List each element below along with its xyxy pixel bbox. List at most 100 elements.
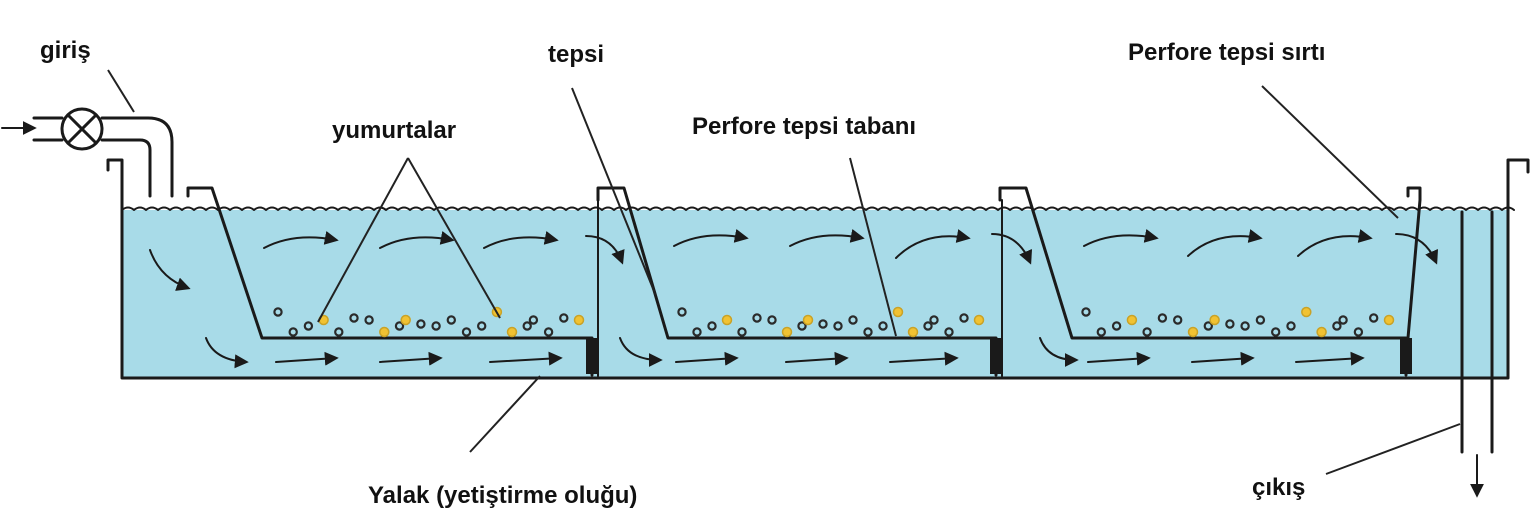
flow-arrow-15 — [275, 351, 339, 366]
flow-arrow-20 — [785, 351, 849, 366]
valve-cross — [66, 113, 98, 145]
leader-giris — [107, 69, 135, 113]
egg-34 — [833, 321, 843, 331]
egg-44 — [973, 314, 985, 326]
flow-arrow-5 — [673, 229, 749, 247]
egg-37 — [878, 321, 888, 331]
flow-arrow-23 — [1087, 351, 1151, 366]
egg-9 — [394, 321, 405, 331]
egg-31 — [797, 321, 807, 331]
label-perfore-tepsi-tabani: Perfore tepsi tabanı — [692, 113, 916, 140]
inlet-assembly — [1, 107, 174, 198]
egg-26 — [721, 314, 733, 326]
egg-27 — [737, 327, 747, 337]
leader-perfore-tepsi-tabani — [849, 157, 897, 337]
egg-14 — [461, 327, 472, 337]
egg-46 — [1096, 327, 1107, 337]
egg-13 — [446, 315, 456, 325]
flow-arrow-24 — [1191, 351, 1255, 366]
egg-3 — [303, 321, 314, 331]
egg-1 — [273, 307, 283, 317]
egg-54 — [1209, 314, 1220, 326]
egg-59 — [1286, 321, 1296, 331]
egg-19 — [528, 315, 539, 325]
egg-11 — [416, 319, 426, 329]
tray-3-support — [1400, 338, 1412, 374]
label-yalak: Yalak (yetiştirme oluğu) — [368, 482, 637, 509]
trough-outline — [106, 158, 1530, 380]
tray-1 — [186, 186, 598, 377]
egg-41 — [929, 315, 939, 325]
egg-12 — [431, 321, 441, 331]
flow-arrow-2 — [263, 231, 339, 249]
water-fill — [122, 210, 1508, 378]
egg-62 — [1332, 321, 1342, 331]
label-tepsi: tepsi — [548, 41, 604, 68]
leader-perfore-tepsi-sirti — [1261, 85, 1399, 219]
flow-arrow-11 — [585, 235, 625, 265]
egg-53 — [1203, 321, 1214, 331]
egg-63 — [1338, 315, 1348, 325]
egg-2 — [288, 327, 298, 337]
egg-64 — [1353, 327, 1364, 337]
flow-arrow-9 — [1187, 229, 1263, 257]
egg-66 — [1383, 314, 1395, 326]
leader-lines — [107, 69, 1461, 475]
egg-25 — [707, 321, 717, 331]
egg-45 — [1081, 307, 1091, 317]
egg-32 — [802, 314, 814, 326]
flow-arrow-25 — [1295, 351, 1365, 366]
flow-arrow-12 — [991, 233, 1033, 265]
egg-42 — [944, 327, 954, 337]
leader-yumurtalar-left — [317, 157, 409, 323]
egg-60 — [1301, 306, 1312, 318]
egg-65 — [1368, 313, 1379, 323]
flow-arrow-1 — [149, 249, 191, 291]
egg-55 — [1225, 319, 1235, 329]
label-yumurtalar: yumurtalar — [332, 117, 456, 144]
flow-arrow-17 — [489, 351, 563, 366]
leader-yalak — [469, 375, 541, 453]
egg-29 — [767, 315, 777, 325]
egg-22 — [573, 314, 585, 326]
tray-2 — [596, 186, 1002, 377]
egg-48 — [1126, 314, 1138, 326]
egg-18 — [522, 321, 532, 331]
egg-52 — [1187, 326, 1199, 338]
tray-3 — [998, 186, 1422, 377]
egg-8 — [379, 326, 390, 338]
inlet-elbow-pipe — [100, 116, 174, 198]
egg-58 — [1270, 327, 1281, 337]
leader-yumurtalar-right — [407, 157, 501, 319]
egg-39 — [907, 326, 919, 338]
egg-30 — [781, 326, 793, 338]
egg-50 — [1157, 313, 1168, 323]
flow-arrow-14 — [205, 337, 249, 369]
flow-arrows — [149, 229, 1439, 369]
valve-icon — [60, 107, 104, 151]
outlet-pipe — [1460, 210, 1494, 498]
flow-arrow-13 — [1395, 233, 1439, 265]
flow-arrow-3 — [379, 231, 455, 249]
label-cikis: çıkış — [1252, 474, 1305, 501]
flow-arrow-21 — [889, 351, 959, 366]
label-giris: giriş — [40, 37, 91, 64]
flow-arrow-18 — [619, 337, 663, 367]
egg-33 — [818, 319, 828, 329]
label-perfore-tepsi-sirti: Perfore tepsi sırtı — [1128, 39, 1325, 66]
egg-20 — [543, 327, 554, 337]
flow-arrow-4 — [483, 231, 559, 249]
flow-arrow-16 — [379, 351, 443, 366]
flow-arrow-19 — [675, 351, 739, 366]
egg-6 — [349, 313, 359, 323]
egg-57 — [1255, 315, 1266, 325]
egg-35 — [848, 315, 858, 325]
flow-arrow-22 — [1039, 337, 1079, 367]
egg-5 — [334, 327, 344, 337]
egg-7 — [364, 315, 374, 325]
eggs-group — [273, 306, 1395, 338]
flow-arrow-8 — [1083, 229, 1159, 247]
egg-49 — [1142, 327, 1152, 337]
egg-38 — [892, 306, 904, 318]
